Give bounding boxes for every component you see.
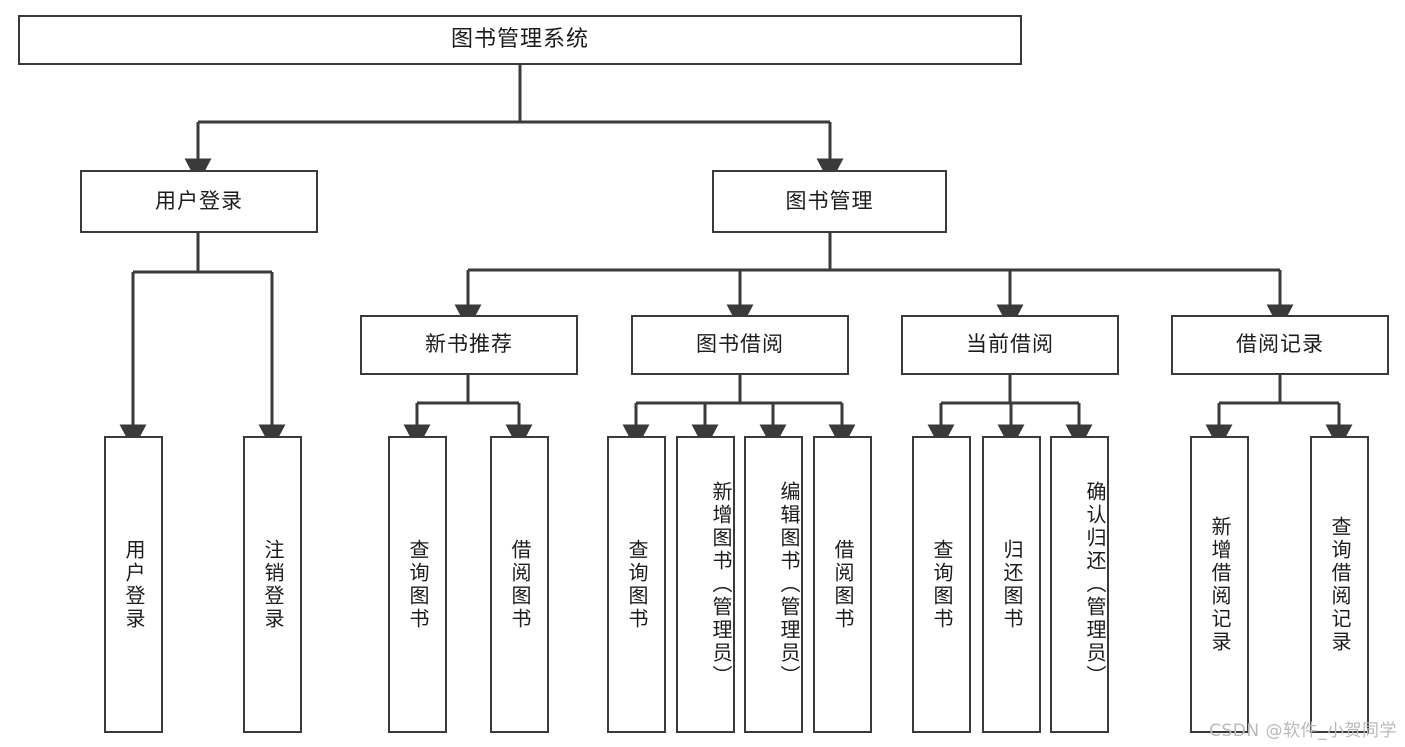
node-leaf-query-book-3-label: 查询图书 (930, 538, 954, 631)
node-leaf-edit-book-label: 编辑图书（管理员） (777, 481, 801, 688)
watermark: CSDN @软件_小贺同学 (1209, 721, 1397, 741)
node-leaf-add-record[interactable]: 新增借阅记录 (1190, 436, 1249, 733)
node-leaf-borrow-book-2-label: 借阅图书 (831, 538, 855, 631)
node-leaf-confirm-return-label: 确认归还（管理员） (1083, 481, 1107, 688)
node-leaf-query-book-2[interactable]: 查询图书 (607, 436, 666, 733)
node-book-manage[interactable]: 图书管理 (712, 170, 947, 233)
node-leaf-borrow-book-1[interactable]: 借阅图书 (490, 436, 549, 733)
node-book-borrow-label: 图书借阅 (696, 332, 784, 357)
node-leaf-query-book-2-label: 查询图书 (625, 538, 649, 631)
node-leaf-user-login[interactable]: 用户登录 (104, 436, 163, 733)
node-current-borrow-label: 当前借阅 (966, 332, 1054, 357)
node-leaf-return-book-label: 归还图书 (1000, 538, 1024, 631)
node-user-login-label: 用户登录 (155, 188, 243, 213)
node-leaf-query-record-label: 查询借阅记录 (1328, 515, 1352, 654)
node-leaf-add-record-label: 新增借阅记录 (1208, 515, 1232, 654)
node-leaf-query-book-1[interactable]: 查询图书 (388, 436, 447, 733)
node-leaf-add-book[interactable]: 新增图书（管理员） (676, 436, 735, 733)
node-book-borrow[interactable]: 图书借阅 (631, 315, 849, 375)
node-leaf-borrow-book-1-label: 借阅图书 (508, 538, 532, 631)
node-leaf-logout-label: 注销登录 (261, 538, 285, 631)
node-new-book-recommend-label: 新书推荐 (425, 332, 513, 357)
node-borrow-record-label: 借阅记录 (1236, 332, 1324, 357)
node-borrow-record[interactable]: 借阅记录 (1171, 315, 1389, 375)
node-leaf-logout[interactable]: 注销登录 (243, 436, 302, 733)
node-leaf-query-record[interactable]: 查询借阅记录 (1310, 436, 1369, 733)
node-root-label: 图书管理系统 (450, 26, 589, 52)
node-leaf-confirm-return[interactable]: 确认归还（管理员） (1050, 436, 1109, 733)
node-leaf-query-book-1-label: 查询图书 (406, 538, 430, 631)
node-user-login[interactable]: 用户登录 (80, 170, 318, 233)
node-leaf-query-book-3[interactable]: 查询图书 (912, 436, 971, 733)
node-leaf-edit-book[interactable]: 编辑图书（管理员） (744, 436, 803, 733)
node-leaf-user-login-label: 用户登录 (122, 538, 146, 631)
node-leaf-borrow-book-2[interactable]: 借阅图书 (813, 436, 872, 733)
node-new-book-recommend[interactable]: 新书推荐 (360, 315, 578, 375)
node-current-borrow[interactable]: 当前借阅 (901, 315, 1119, 375)
node-leaf-return-book[interactable]: 归还图书 (982, 436, 1041, 733)
node-root[interactable]: 图书管理系统 (18, 15, 1022, 65)
node-book-manage-label: 图书管理 (785, 188, 874, 213)
node-leaf-add-book-label: 新增图书（管理员） (709, 481, 733, 688)
